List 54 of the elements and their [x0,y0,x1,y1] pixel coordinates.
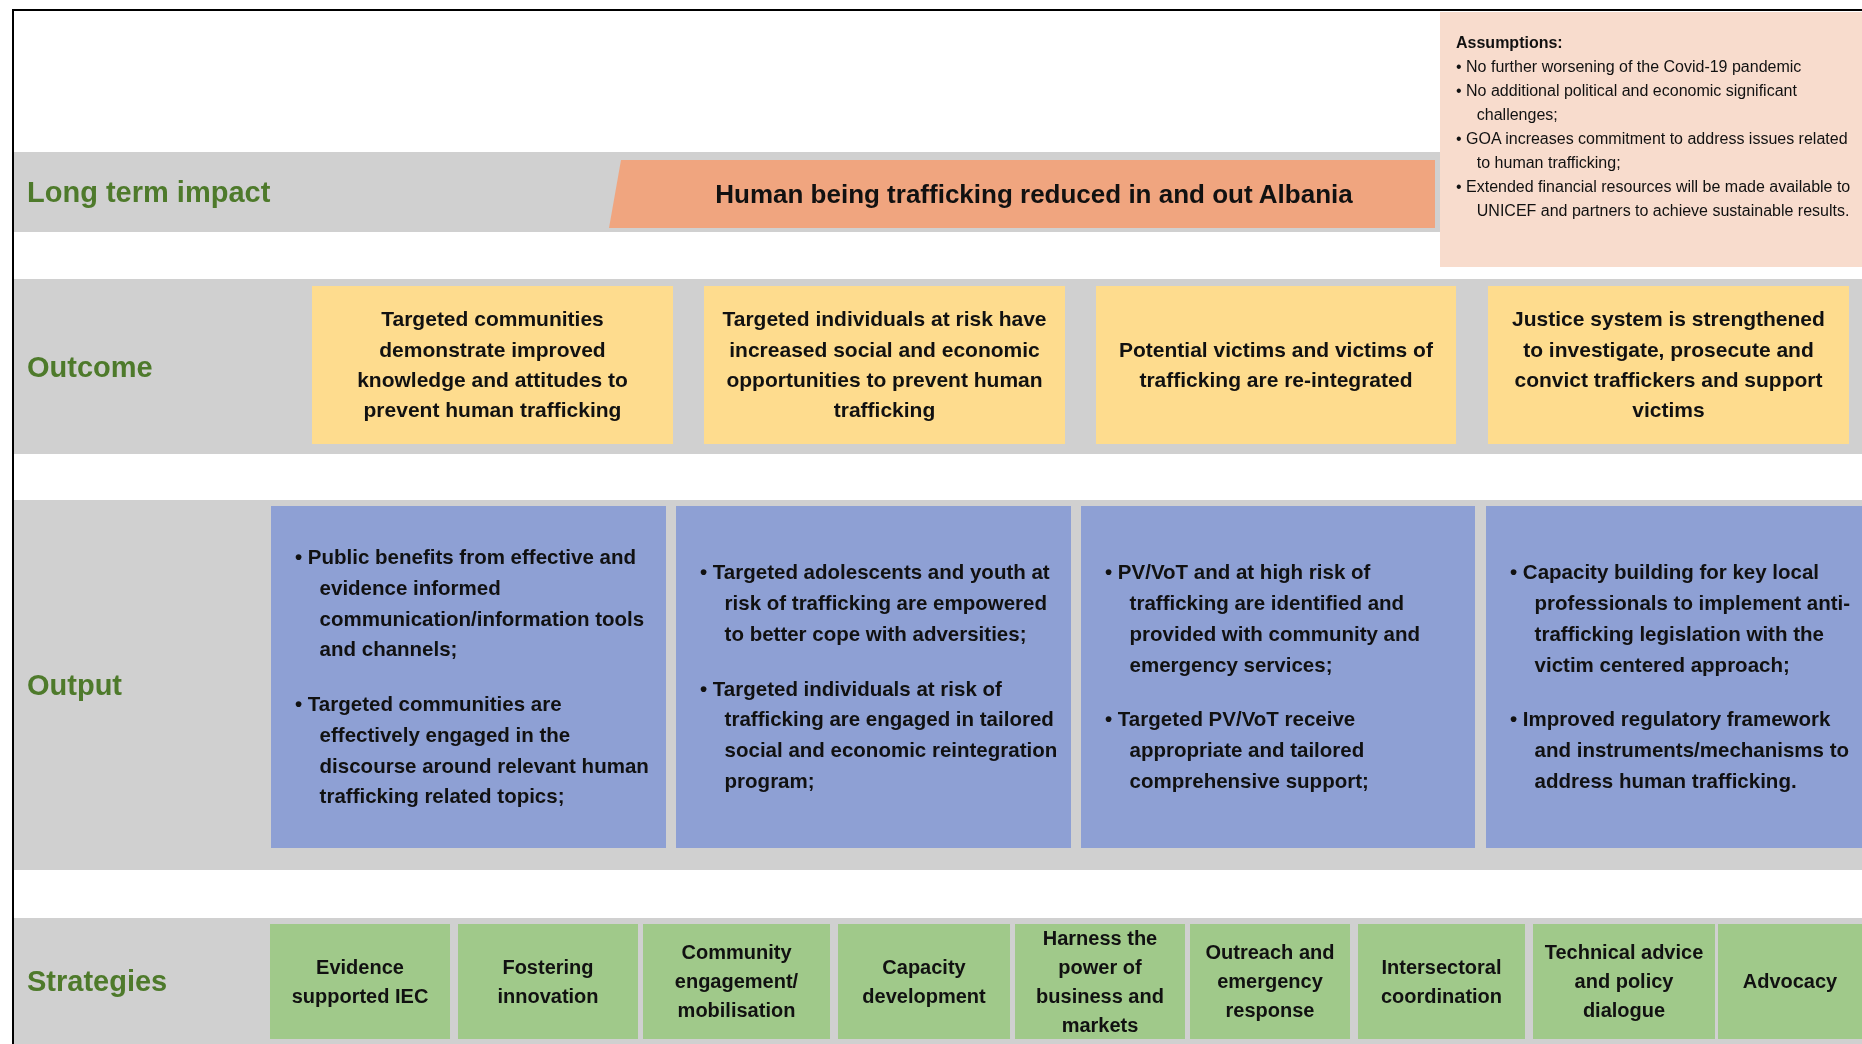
row-band [14,500,1862,870]
assumption-item: • Extended financial resources will be made available to UNICEF and partners to achieve sustainable results. [1456,177,1852,221]
strategy-box [270,924,450,1039]
strategy-box [458,924,638,1039]
output-box [1486,506,1862,848]
strategy-text: Capacity development [861,954,987,1009]
output-item: • Public benefits from effective and evidence informed communication/information tools and channels; [295,544,646,663]
assumption-item: • No further worsening of the Covid-19 pandemic [1456,57,1803,77]
output-item: • Capacity building for key local professionals to implement anti-trafficking legislation with the victim centered approach; [1510,559,1852,678]
outcome-text: Targeted communities demonstrate improved knowledge and attitudes to prevent human trafficking [356,306,629,424]
outcome-text: Justice system is strengthened to investigate, prosecute and convict traffickers and support victims [1511,306,1826,424]
output-box [676,506,1071,848]
assumptions-box [1440,12,1862,267]
row-band [14,279,1862,454]
row-heading: Output [27,668,122,702]
strategy-text: Evidence supported IEC [290,954,430,1009]
output-item: • PV/VoT and at high risk of trafficking are identified and provided with community and emergency services; [1105,559,1422,678]
output-item: • Targeted communities are effectively engaged in the discourse around relevant human trafficking related topics; [295,691,650,810]
row-band [14,918,1862,1044]
assumptions-heading: Assumptions: [1456,34,1564,52]
row-heading: Strategies [27,964,168,998]
assumption-item: • GOA increases commitment to address issues related to human trafficking; [1456,129,1849,173]
outcome-box [704,286,1065,444]
output-item: • Targeted adolescents and youth at risk of trafficking are empowered to better cope with adversities; [700,559,1051,647]
outcome-box [1488,286,1849,444]
strategy-box [1190,924,1350,1039]
assumption-item: • No additional political and economic significant challenges; [1456,81,1798,125]
strategy-box [1533,924,1715,1039]
row-heading: Long term impact [27,175,271,209]
strategy-box [1015,924,1185,1039]
strategy-text: Intersectoral coordination [1379,954,1504,1009]
strategy-box [1718,924,1862,1039]
strategy-text: Fostering innovation [496,954,600,1009]
strategy-box [1358,924,1525,1039]
output-box [271,506,666,848]
strategy-text: Community engagement/ mobilisation [673,940,800,1023]
row-band [14,152,1440,232]
outcome-text: Targeted individuals at risk have increased social and economic opportunities to prevent human trafficking [721,306,1048,424]
output-item: • Targeted individuals at risk of trafficking are engaged in tailored social and economic reintegration program; [700,675,1059,794]
strategy-box [838,924,1010,1039]
outcome-box [312,286,673,444]
outcome-box [1096,286,1456,444]
strategy-text: Advocacy [1742,969,1838,994]
output-item: • Targeted PV/VoT receive appropriate and tailored comprehensive support; [1105,706,1370,794]
outcome-text: Potential victims and victims of trafficking are re-integrated [1118,336,1434,393]
strategy-box [643,924,830,1039]
impact-banner [609,160,1435,228]
strategy-text: Harness the power of business and markets [1035,925,1165,1038]
output-box [1081,506,1475,848]
strategy-text: Outreach and emergency response [1204,940,1336,1023]
strategy-text: Technical advice and policy dialogue [1543,940,1705,1023]
output-item: • Improved regulatory framework and instruments/mechanisms to address human trafficking. [1510,706,1850,794]
row-heading: Outcome [27,350,153,383]
impact-text: Human being trafficking reduced in and out Albania [715,178,1353,210]
